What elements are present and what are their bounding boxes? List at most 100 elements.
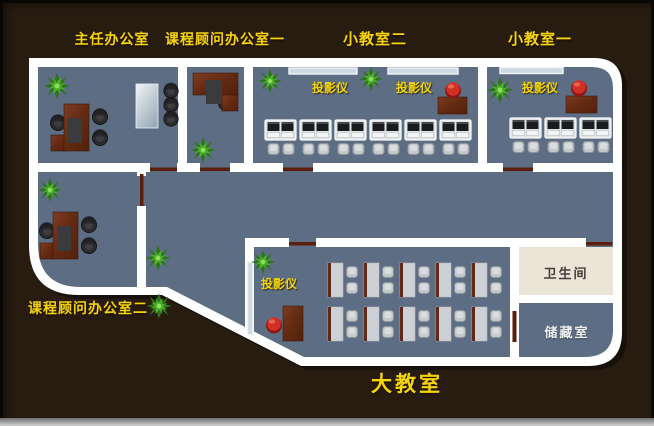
student-chair-icon: [372, 143, 385, 155]
label-projector: 投影仪: [395, 81, 433, 95]
door-threshold-icon: [140, 174, 144, 206]
computer-desk: [264, 119, 297, 141]
office-chair-icon: [163, 95, 179, 113]
office-chair-icon: [163, 81, 179, 99]
whiteboard-icon: [387, 67, 459, 75]
director-office-furniture: [51, 81, 179, 151]
student-chair-icon: [418, 282, 430, 294]
student-chair-icon: [346, 282, 358, 294]
student-chair-icon: [562, 141, 575, 153]
computer-desk: [579, 117, 612, 139]
label-storage: 储藏室: [544, 325, 590, 340]
door-threshold-icon: [150, 167, 177, 171]
student-chair-icon: [302, 143, 315, 155]
student-chair-icon: [547, 141, 560, 153]
student-chair-icon: [346, 310, 358, 322]
student-chair-icon: [597, 141, 610, 153]
door-thresholds: [140, 167, 612, 342]
door-threshold-icon: [283, 167, 313, 171]
classroom-table: [435, 262, 452, 298]
whiteboard-icon: [246, 261, 254, 336]
student-chair-icon: [490, 310, 502, 322]
student-chair-icon: [512, 141, 525, 153]
plant-icon: [145, 245, 171, 271]
label-projector: 投影仪: [260, 277, 298, 291]
door-threshold-icon: [289, 242, 316, 246]
classroom-table: [399, 262, 416, 298]
label-projector: 投影仪: [521, 81, 559, 95]
classroom-table: [435, 306, 452, 342]
classroom-table: [327, 262, 344, 298]
student-chair-icon: [418, 310, 430, 322]
classroom-table: [327, 306, 344, 342]
student-chair-icon: [582, 141, 595, 153]
computer-desk: [299, 119, 332, 141]
label-projector: 投影仪: [311, 81, 349, 95]
student-chair-icon: [454, 266, 466, 278]
whiteboard-icon: [288, 67, 358, 75]
door-threshold-icon: [586, 242, 612, 246]
plant-icon: [258, 69, 282, 93]
small-classroom-1-furniture: [509, 80, 612, 153]
classroom-table: [399, 306, 416, 342]
whiteboards: [246, 66, 564, 336]
plant-icon: [359, 67, 383, 91]
plant-icon: [38, 178, 62, 202]
student-chair-icon: [382, 266, 394, 278]
bottom-edge-strip: [0, 418, 654, 426]
label-bathroom: 卫生间: [543, 266, 589, 281]
computer-desk: [369, 119, 402, 141]
classroom-table: [471, 306, 488, 342]
plant-icon: [486, 76, 514, 104]
plant-icon: [146, 293, 172, 319]
label-consultant-office-2: 课程顾问办公室二: [28, 300, 148, 316]
big-classroom-furniture: [266, 262, 502, 342]
student-chair-icon: [267, 143, 280, 155]
computer-desk: [439, 119, 472, 141]
student-chair-icon: [490, 282, 502, 294]
plant-icon: [43, 72, 71, 100]
label-small-classroom-1: 小教室一: [507, 31, 573, 48]
student-chair-icon: [527, 141, 540, 153]
office-chair-icon: [163, 109, 179, 127]
small-classroom-2-furniture: [264, 82, 472, 155]
computer-desk: [404, 119, 437, 141]
projector-table: [437, 96, 468, 115]
plant-icon: [190, 137, 216, 163]
classroom-table: [363, 262, 380, 298]
student-chair-icon: [418, 266, 430, 278]
student-chair-icon: [337, 143, 350, 155]
student-chair-icon: [490, 326, 502, 338]
computer-desk: [509, 117, 542, 139]
classroom-table: [471, 262, 488, 298]
meeting-table: [135, 83, 159, 129]
computer-desk: [334, 119, 367, 141]
projector-table: [282, 305, 304, 342]
label-small-classroom-2: 小教室二: [342, 31, 408, 48]
student-chair-icon: [282, 143, 295, 155]
label-big-classroom: 大教室: [371, 373, 443, 396]
student-chair-icon: [346, 326, 358, 338]
student-chair-icon: [442, 143, 455, 155]
bathroom-floor: [519, 247, 613, 295]
student-chair-icon: [317, 143, 330, 155]
student-chair-icon: [454, 282, 466, 294]
door-threshold-icon: [503, 167, 533, 171]
student-chair-icon: [382, 310, 394, 322]
computer-desk: [544, 117, 577, 139]
label-consultant-office-1: 课程顾问办公室一: [165, 31, 285, 47]
student-chair-icon: [352, 143, 365, 155]
door-threshold-icon: [200, 167, 230, 171]
student-chair-icon: [454, 310, 466, 322]
student-chair-icon: [346, 266, 358, 278]
label-director-office: 主任办公室: [74, 31, 150, 47]
student-chair-icon: [382, 326, 394, 338]
student-chair-icon: [418, 326, 430, 338]
student-chair-icon: [457, 143, 470, 155]
door-threshold-icon: [512, 311, 517, 342]
student-chair-icon: [407, 143, 420, 155]
plant-icon: [251, 250, 275, 274]
whiteboard-icon: [499, 66, 564, 75]
